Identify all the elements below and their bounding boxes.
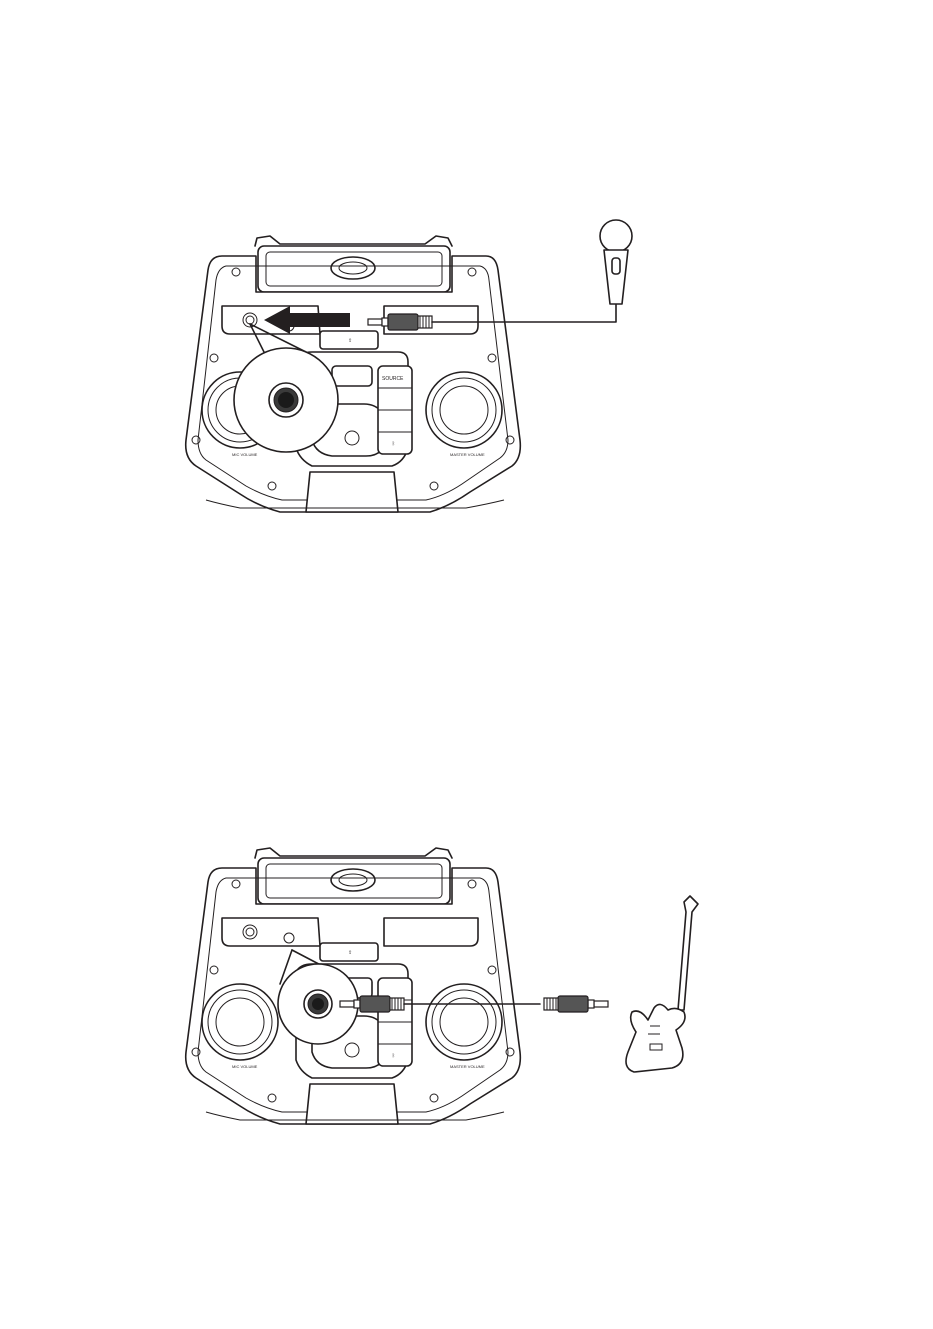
left-knob-label: MIC VOLUME (232, 452, 258, 457)
bluetooth-icon: ᛒ (392, 441, 395, 447)
source-button-label: SOURCE (382, 376, 404, 382)
speaker-unit: MIC VOLUME MASTER VOLUME SOURCE ᛒ ⇪ (186, 236, 521, 512)
guitar-icon (626, 896, 698, 1072)
usb-icon: ⇪ (348, 338, 352, 344)
microphone-icon (600, 220, 632, 304)
right-knob-label: MASTER VOLUME (450, 452, 485, 457)
right-knob-label: MASTER VOLUME (450, 1064, 485, 1069)
left-knob-label: MIC VOLUME (232, 1064, 258, 1069)
figure-microphone-connection: MIC VOLUME MASTER VOLUME SOURCE ᛒ ⇪ (186, 220, 632, 512)
figure-guitar-connection: MIC VOLUME MASTER VOLUME ᛒ ⇪ (186, 848, 698, 1124)
usb-icon: ⇪ (348, 950, 352, 956)
bluetooth-icon: ᛒ (392, 1053, 395, 1059)
